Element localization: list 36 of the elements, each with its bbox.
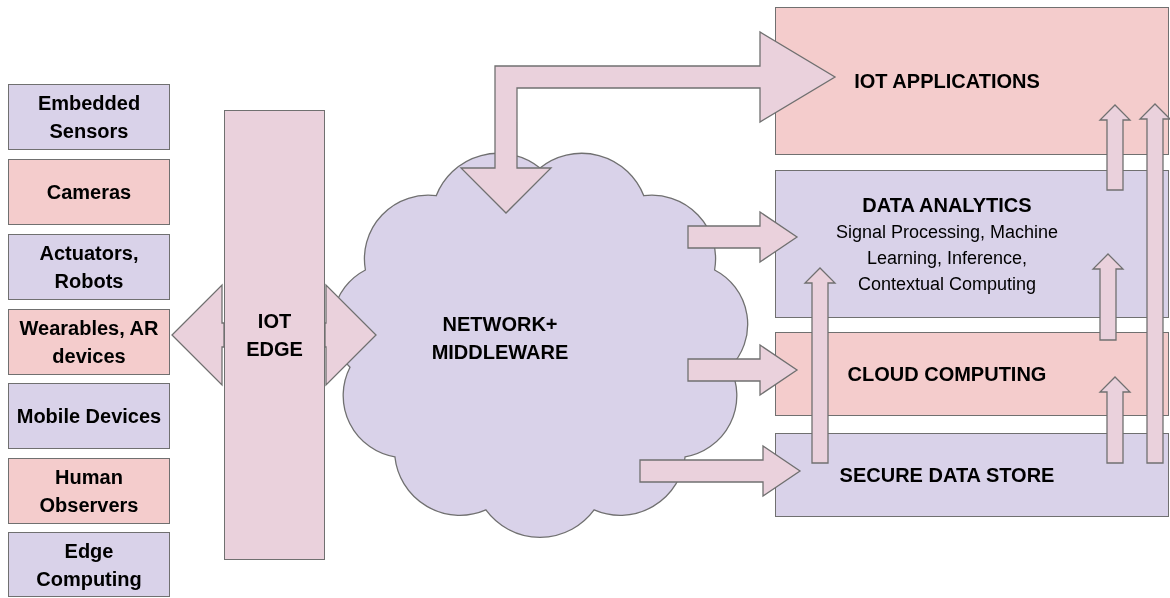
block-arrow xyxy=(687,343,799,397)
device-box xyxy=(8,458,170,524)
layer-box xyxy=(775,433,1169,517)
node-title: Mobile Devices xyxy=(16,404,162,429)
block-arrow xyxy=(1138,103,1170,464)
node-title: IOT APPLICATIONS xyxy=(854,69,1040,94)
block-arrow xyxy=(324,283,377,387)
node-title: Cameras xyxy=(46,180,132,205)
device-box xyxy=(8,84,170,150)
node-title: Wearables, AR devices xyxy=(18,316,160,369)
node-title: Edge Computing xyxy=(35,538,143,592)
block-arrow xyxy=(803,267,837,464)
block-arrow xyxy=(1098,376,1132,464)
device-box xyxy=(8,309,170,375)
node-description: Signal Processing, Machine Learning, Inference, Contextual Computing xyxy=(834,221,1060,296)
node-title: SECURE DATA STORE xyxy=(839,463,1055,488)
layer-box xyxy=(775,7,1169,155)
block-arrow xyxy=(1091,253,1125,341)
cloud-label: NETWORK+ MIDDLEWARE xyxy=(430,312,570,365)
node-title: CLOUD COMPUTING xyxy=(847,362,1047,387)
device-box xyxy=(8,159,170,225)
node-title: DATA ANALYTICS xyxy=(862,193,1032,218)
node-title: IOT EDGE xyxy=(245,309,304,362)
block-arrow xyxy=(639,444,802,498)
layer-box xyxy=(775,170,1169,318)
block-arrow xyxy=(687,210,799,264)
device-box xyxy=(8,383,170,449)
block-arrow xyxy=(171,283,225,387)
node-title: Actuators, Robots xyxy=(38,241,140,294)
device-box xyxy=(8,532,170,597)
edge-bar xyxy=(224,110,325,560)
block-arrow xyxy=(1098,104,1132,191)
block-arrow xyxy=(459,30,837,214)
node-title: Embedded Sensors xyxy=(36,91,142,144)
node-title: Human Observers xyxy=(38,465,140,518)
device-box xyxy=(8,234,170,300)
